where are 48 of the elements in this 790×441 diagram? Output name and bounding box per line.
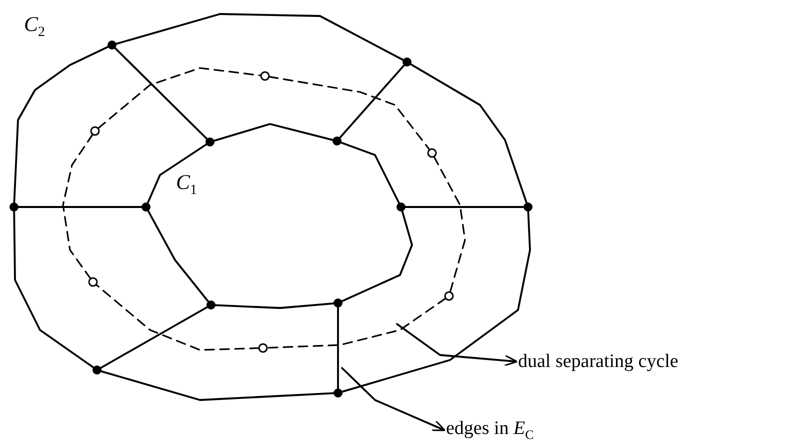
vertex-dot [334,388,342,398]
leader-arrow [341,367,446,432]
graph-edge [341,210,531,393]
vertex-dot [10,202,18,212]
annotation-text: edges in E$_{C}$ [446,419,534,441]
annotation-text: dual separating cycle [518,352,678,371]
vertex-dot [206,300,216,310]
vertex-dot [92,366,102,374]
dual-vertex [88,277,98,287]
graph-edge [213,123,334,142]
graph-edge [410,63,528,204]
vertex-dot [108,40,116,50]
graph-edge [340,142,400,204]
dual-vertex [427,148,437,158]
vertex-dot [142,202,150,212]
graph-edge [339,64,405,139]
cycle-label: C$_{1}$ [176,172,198,198]
dual-vertex [90,126,100,136]
dual-edge [97,67,262,130]
graph-edge [337,306,339,390]
graph-edge [13,210,94,368]
graph-edge [18,206,142,208]
vertex-dot [396,202,406,212]
graph-edge [147,210,210,302]
graph-edge [214,302,334,309]
dual-edge [95,284,260,351]
vertex-dot [332,136,342,146]
leader-arrow [396,323,518,366]
dual-edge [433,156,466,293]
vertex-dot [402,58,412,66]
graph-edge [100,370,334,401]
graph-edge [13,46,109,204]
dual-edge [266,298,446,349]
dual-edge [62,134,94,280]
graph-edge [146,144,208,204]
vertex-dot [334,298,342,308]
dual-vertex [260,71,270,81]
graph-edge [404,206,524,208]
dual-vertex [258,343,268,353]
vertex-dot [206,138,214,146]
graph-edge [115,13,404,61]
dual-vertex [444,291,454,301]
graph-edge [100,306,208,369]
dual-edge [268,76,430,151]
cycle-label: C$_{2}$ [24,14,46,40]
vertex-dot [524,202,532,212]
graph-edge [114,47,208,140]
graph-edge [341,210,413,302]
